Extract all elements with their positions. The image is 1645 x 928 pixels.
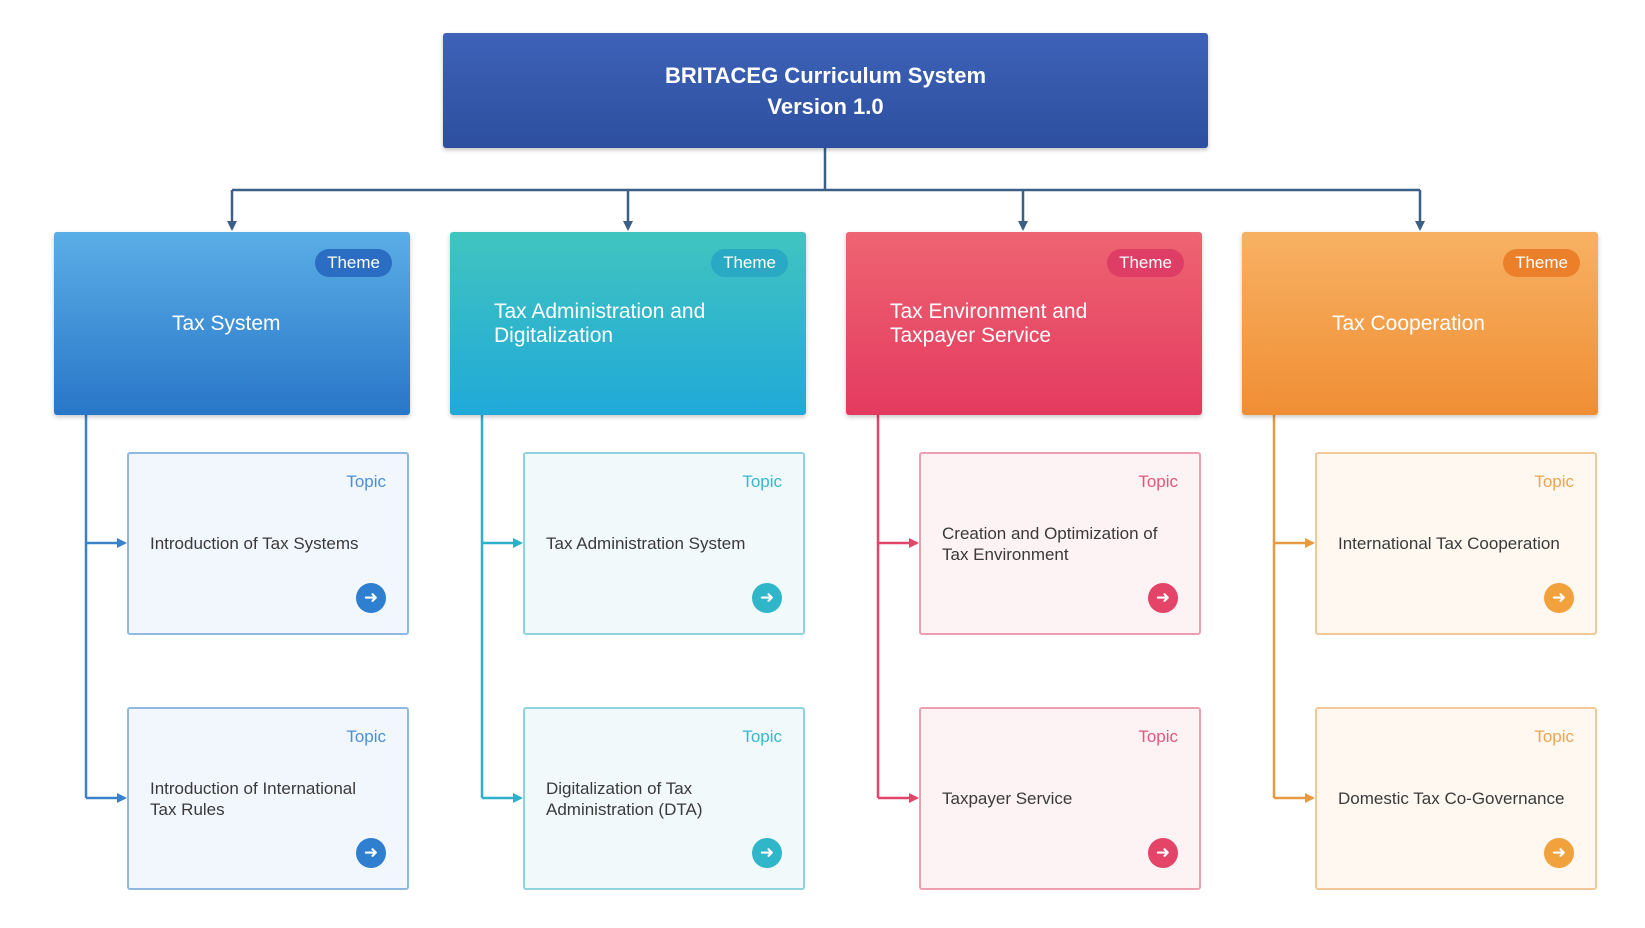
arrow-right-icon[interactable]: ➜ bbox=[1148, 583, 1178, 613]
topic-label: Domestic Tax Co-Governance bbox=[1338, 789, 1565, 808]
arrow-right-icon[interactable]: ➜ bbox=[1544, 838, 1574, 868]
arrow-right-icon[interactable]: ➜ bbox=[752, 838, 782, 868]
theme-badge: Theme bbox=[711, 249, 788, 277]
arrow-right-icon[interactable]: ➜ bbox=[356, 838, 386, 868]
topic-label: Introduction of Tax Systems bbox=[150, 534, 359, 553]
topic-card[interactable]: Topic Digitalization of Tax Administrati… bbox=[523, 707, 805, 890]
topic-tag: Topic bbox=[346, 727, 386, 746]
topic-label: Taxpayer Service bbox=[942, 789, 1073, 808]
theme-badge: Theme bbox=[1503, 249, 1580, 277]
theme-tax-cooperation: Theme Tax Cooperation bbox=[1242, 232, 1598, 415]
theme-tax-environment: Theme Tax Environment and Taxpayer Servi… bbox=[846, 232, 1202, 415]
theme-tax-administration: Theme Tax Administration and Digitalizat… bbox=[450, 232, 806, 415]
topic-tag: Topic bbox=[346, 472, 386, 491]
arrow-right-icon[interactable]: ➜ bbox=[356, 583, 386, 613]
theme-label: Tax Administration and Digitalization bbox=[494, 299, 706, 347]
arrow-right-icon[interactable]: ➜ bbox=[1148, 838, 1178, 868]
topic-tag: Topic bbox=[1534, 727, 1574, 746]
topic-label: Introduction of International Tax Rules bbox=[150, 778, 357, 819]
theme-label: Tax System bbox=[172, 311, 281, 335]
topic-card[interactable]: Topic International Tax Cooperation ➜ bbox=[1315, 452, 1597, 635]
theme-label: Tax Environment and Taxpayer Service bbox=[890, 299, 1088, 347]
topic-label: Tax Administration System bbox=[546, 534, 746, 553]
arrow-right-icon[interactable]: ➜ bbox=[752, 583, 782, 613]
topic-label: Creation and Optimization of Tax Environ… bbox=[942, 523, 1158, 564]
theme-tax-system: Theme Tax System bbox=[54, 232, 410, 415]
topic-tag: Topic bbox=[742, 472, 782, 491]
topic-card[interactable]: Topic Introduction of International Tax … bbox=[127, 707, 409, 890]
theme-label: Tax Cooperation bbox=[1332, 311, 1485, 335]
topic-tag: Topic bbox=[1534, 472, 1574, 491]
theme-badge: Theme bbox=[1107, 249, 1184, 277]
topic-card[interactable]: Topic Domestic Tax Co-Governance ➜ bbox=[1315, 707, 1597, 890]
topic-label: International Tax Cooperation bbox=[1338, 534, 1560, 553]
topic-card[interactable]: Topic Creation and Optimization of Tax E… bbox=[919, 452, 1201, 635]
topic-card[interactable]: Topic Introduction of Tax Systems ➜ bbox=[127, 452, 409, 635]
topic-label: Digitalization of Tax Administration (DT… bbox=[546, 778, 703, 819]
arrow-right-icon[interactable]: ➜ bbox=[1544, 583, 1574, 613]
topic-tag: Topic bbox=[742, 727, 782, 746]
topic-tag: Topic bbox=[1138, 727, 1178, 746]
topic-tag: Topic bbox=[1138, 472, 1178, 491]
root-title: BRITACEG Curriculum System bbox=[664, 62, 987, 88]
root-node: BRITACEG Curriculum System Version 1.0 bbox=[443, 33, 1208, 148]
theme-badge: Theme bbox=[315, 249, 392, 277]
topic-card[interactable]: Topic Taxpayer Service ➜ bbox=[919, 707, 1201, 890]
topic-card[interactable]: Topic Tax Administration System ➜ bbox=[523, 452, 805, 635]
root-version: Version 1.0 bbox=[767, 93, 884, 119]
